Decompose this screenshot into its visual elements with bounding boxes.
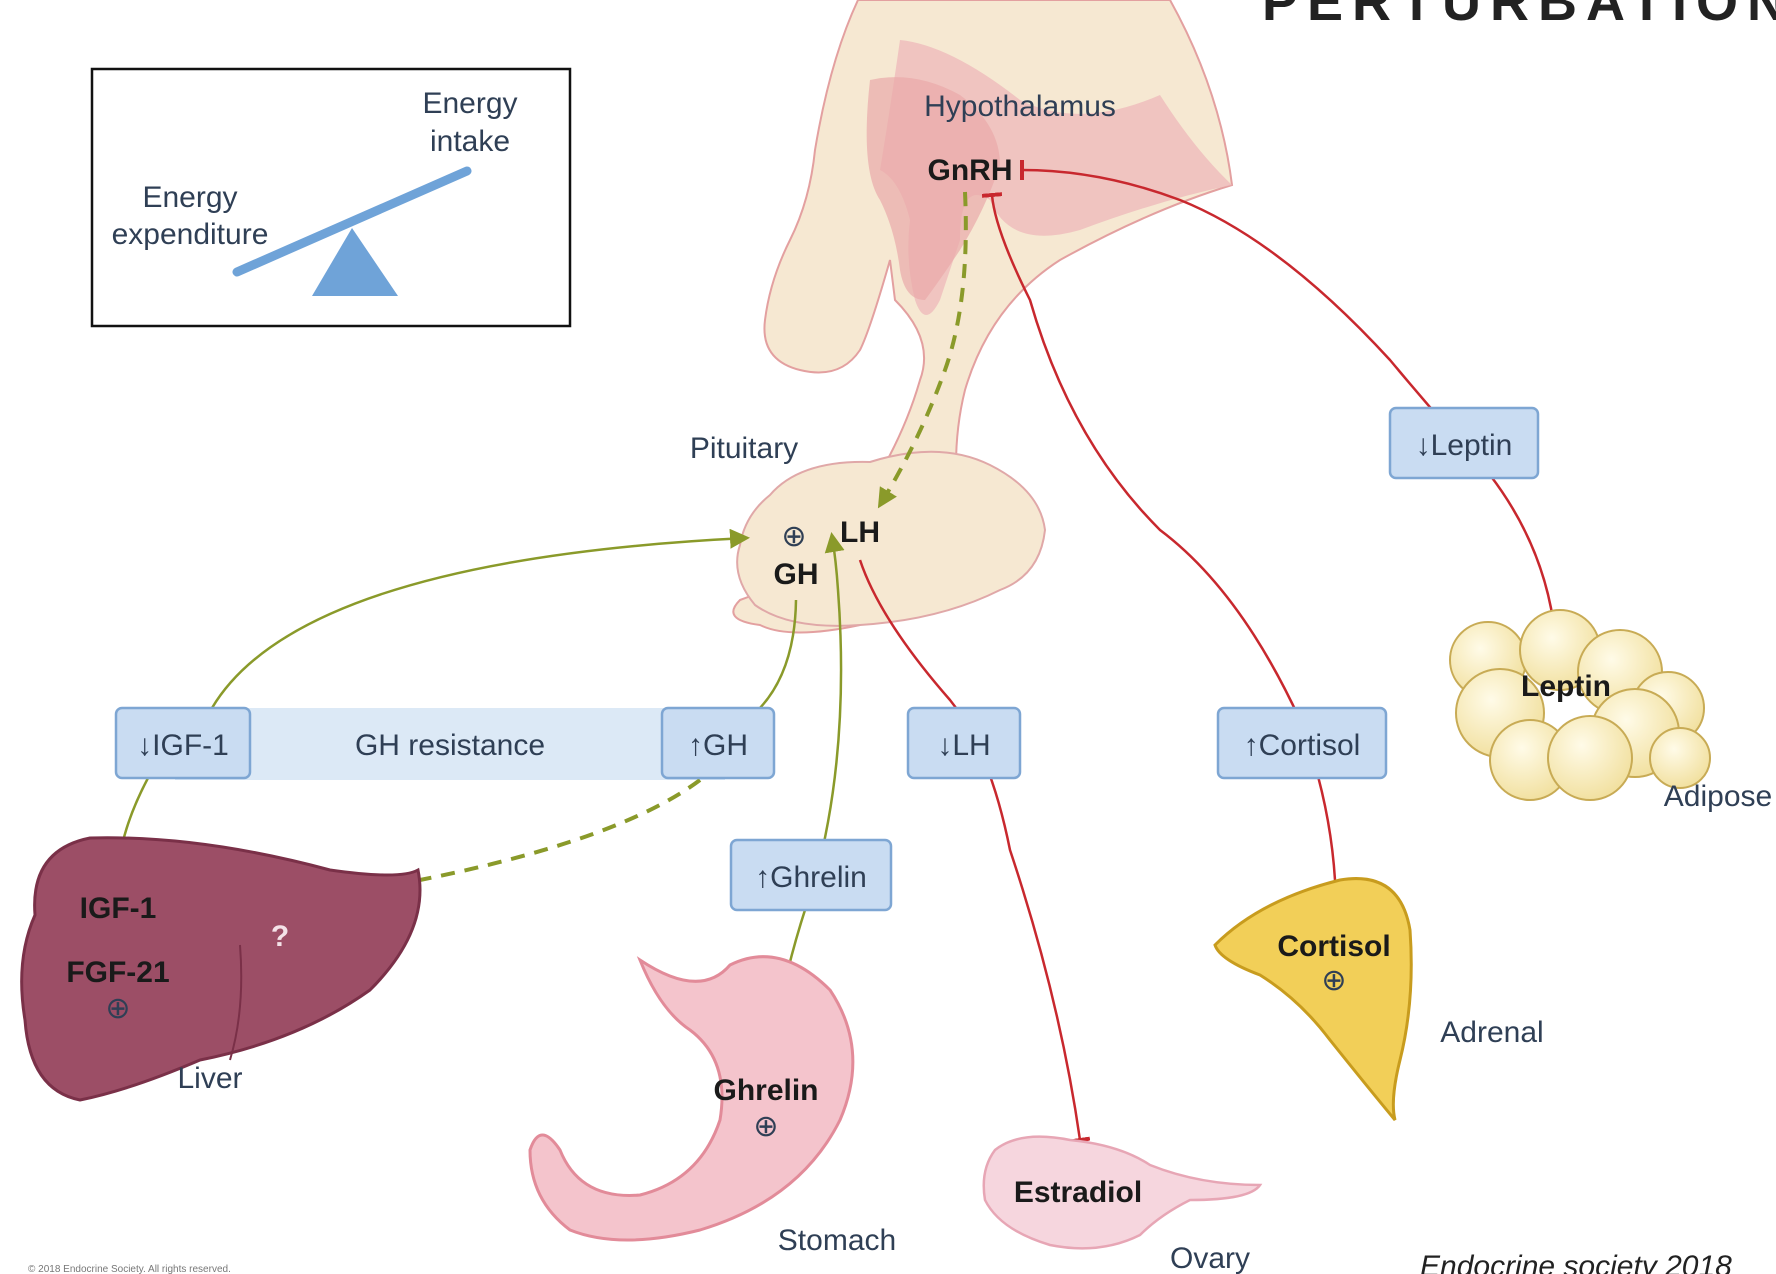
- stomach-label: Stomach: [778, 1224, 896, 1257]
- adrenal-label: Adrenal: [1440, 1016, 1543, 1049]
- gnrh-label: GnRH: [928, 154, 1013, 187]
- liver-igf1-label: IGF-1: [80, 892, 157, 925]
- fgf21-plus-sign: ⊕: [105, 992, 130, 1025]
- gh-up-text: ↑GH: [688, 729, 748, 762]
- adrenal-cortisol-label: Cortisol: [1277, 930, 1390, 963]
- adipose-label: Adipose: [1664, 780, 1772, 813]
- igf1-to-pituitary-arrow: [212, 538, 746, 708]
- lh-label: LH: [840, 516, 880, 549]
- ghrelin-up-text: ↑Ghrelin: [755, 861, 867, 894]
- hypothalamus-label: Hypothalamus: [924, 90, 1116, 123]
- lh-to-estradiol-inhibition: [860, 560, 1080, 1140]
- stomach-ghrelin-label: Ghrelin: [713, 1074, 818, 1107]
- energy-expenditure-label-2: expenditure: [112, 218, 269, 251]
- cortisol-up-text: ↑Cortisol: [1244, 729, 1361, 762]
- energy-intake-label-1: Energy: [422, 87, 517, 120]
- leptin-down-text: ↓Leptin: [1416, 429, 1513, 462]
- igf1-down-text: ↓IGF-1: [137, 729, 229, 762]
- liver-label: Liver: [177, 1062, 242, 1095]
- energy-balance-inset: Energy intake Energy expenditure: [92, 69, 570, 326]
- ghrelin-plus-sign: ⊕: [753, 1110, 778, 1143]
- energy-intake-label-2: intake: [430, 125, 510, 158]
- page-title: PERTURBATIONS: [1262, 0, 1776, 32]
- pituitary-label: Pituitary: [690, 432, 798, 465]
- copyright: © 2018 Endocrine Society. All rights res…: [28, 1264, 231, 1274]
- adipose-leptin-label: Leptin: [1521, 670, 1611, 703]
- energy-expenditure-label-1: Energy: [142, 181, 237, 214]
- estradiol-label: Estradiol: [1014, 1176, 1142, 1209]
- gh-plus-sign: ⊕: [781, 520, 806, 553]
- gh-resistance-text: GH resistance: [355, 729, 545, 762]
- question-mark: ?: [271, 920, 289, 953]
- ovary-label: Ovary: [1170, 1242, 1250, 1274]
- adrenal-organ: [1215, 879, 1411, 1120]
- gh-label: GH: [774, 558, 819, 591]
- fgf21-label: FGF-21: [66, 956, 169, 989]
- adipose-organ: [1450, 610, 1710, 800]
- cortisol-plus-sign: ⊕: [1321, 964, 1346, 997]
- lh-down-text: ↓LH: [937, 729, 990, 762]
- citation: Endocrine society 2018: [1420, 1250, 1732, 1274]
